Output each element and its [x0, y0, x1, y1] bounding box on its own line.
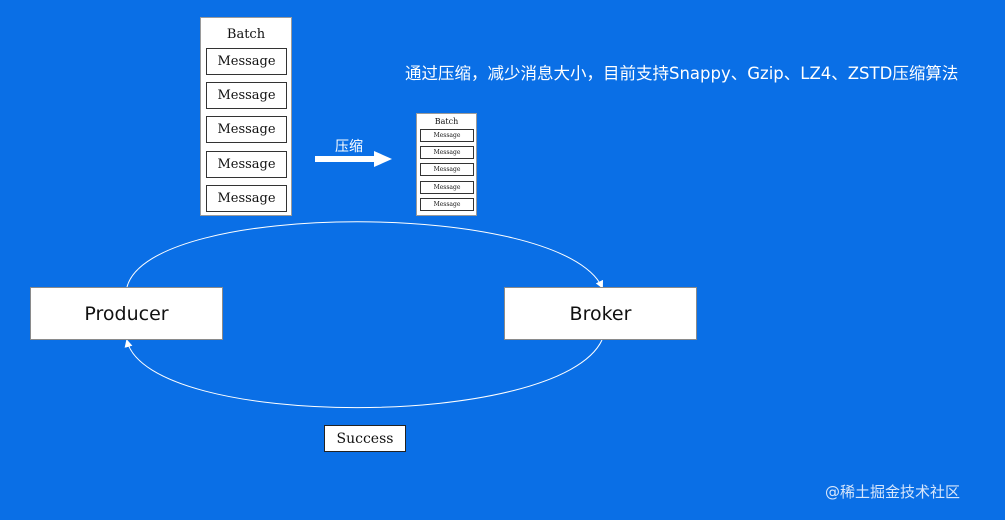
success-label: Success: [324, 425, 406, 452]
compress-label: 压缩: [335, 139, 363, 155]
watermark: @稀土掘金技术社区: [825, 483, 961, 501]
broker-node: Broker: [504, 287, 697, 340]
send-arc: [126, 221, 603, 289]
batch-original-message: Message: [206, 82, 287, 109]
producer-node: Producer: [30, 287, 223, 340]
batch-compressed: Batch Message Message Message Message Me…: [416, 113, 477, 216]
batch-original: Batch Message Message Message Message Me…: [200, 17, 292, 216]
compress-arrow: [315, 151, 392, 167]
batch-compressed-message: Message: [420, 181, 474, 194]
batch-original-message: Message: [206, 151, 287, 178]
compression-caption: 通过压缩，减少消息大小，目前支持Snappy、Gzip、LZ4、ZSTD压缩算法: [405, 64, 959, 83]
batch-compressed-message: Message: [420, 129, 474, 142]
batch-compressed-message: Message: [420, 198, 474, 211]
ack-arc: [124, 339, 603, 409]
batch-compressed-message: Message: [420, 146, 474, 159]
batch-original-message: Message: [206, 185, 287, 212]
batch-original-message: Message: [206, 116, 287, 143]
batch-original-title: Batch: [226, 27, 266, 42]
batch-compressed-title: Batch: [434, 117, 459, 126]
batch-compressed-message: Message: [420, 163, 474, 176]
batch-original-message: Message: [206, 48, 287, 75]
